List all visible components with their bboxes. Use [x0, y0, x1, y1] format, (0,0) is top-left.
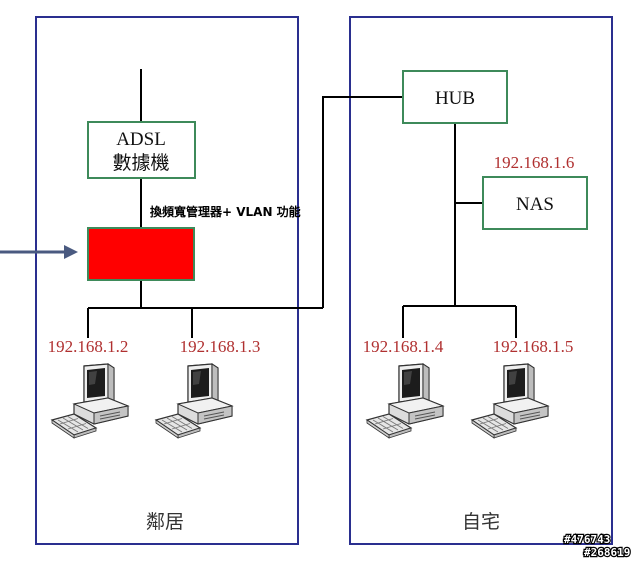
nas-label: NAS	[516, 194, 554, 215]
pc-ip-label: 192.168.1.2	[48, 337, 129, 356]
modem-label-line2: 數據機	[112, 152, 169, 174]
desktop-computer-icon	[51, 363, 129, 439]
pc-ip-label: 192.168.1.4	[363, 337, 444, 356]
hub-device: HUB	[402, 70, 508, 124]
pc-ip-label: 192.168.1.5	[493, 337, 574, 356]
zone-label-home: 自宅	[462, 511, 500, 533]
zone-label-neighbor: 鄰居	[146, 511, 184, 533]
modem-label-line1: ADSL	[116, 129, 166, 150]
pc-ip-label: 192.168.1.3	[180, 337, 261, 356]
bandwidth-manager-router	[87, 227, 195, 281]
router-label: 換頻寬管理器+ VLAN 功能	[150, 204, 301, 219]
hub-label: HUB	[435, 88, 475, 109]
nas-ip-label: 192.168.1.6	[494, 153, 575, 172]
zone-box-neighbor	[35, 16, 299, 545]
desktop-computer-icon	[155, 363, 233, 439]
desktop-computer-icon	[471, 363, 549, 439]
network-links	[87, 69, 517, 338]
nas-device: NAS	[482, 176, 588, 230]
zone-box-home	[349, 16, 613, 545]
adsl-modem: ADSL 數據機	[87, 121, 196, 179]
incoming-arrow	[0, 245, 78, 259]
watermark-text: #476743	[564, 533, 610, 546]
watermark-text: #268619	[584, 546, 630, 559]
desktop-computer-icon	[366, 363, 444, 439]
